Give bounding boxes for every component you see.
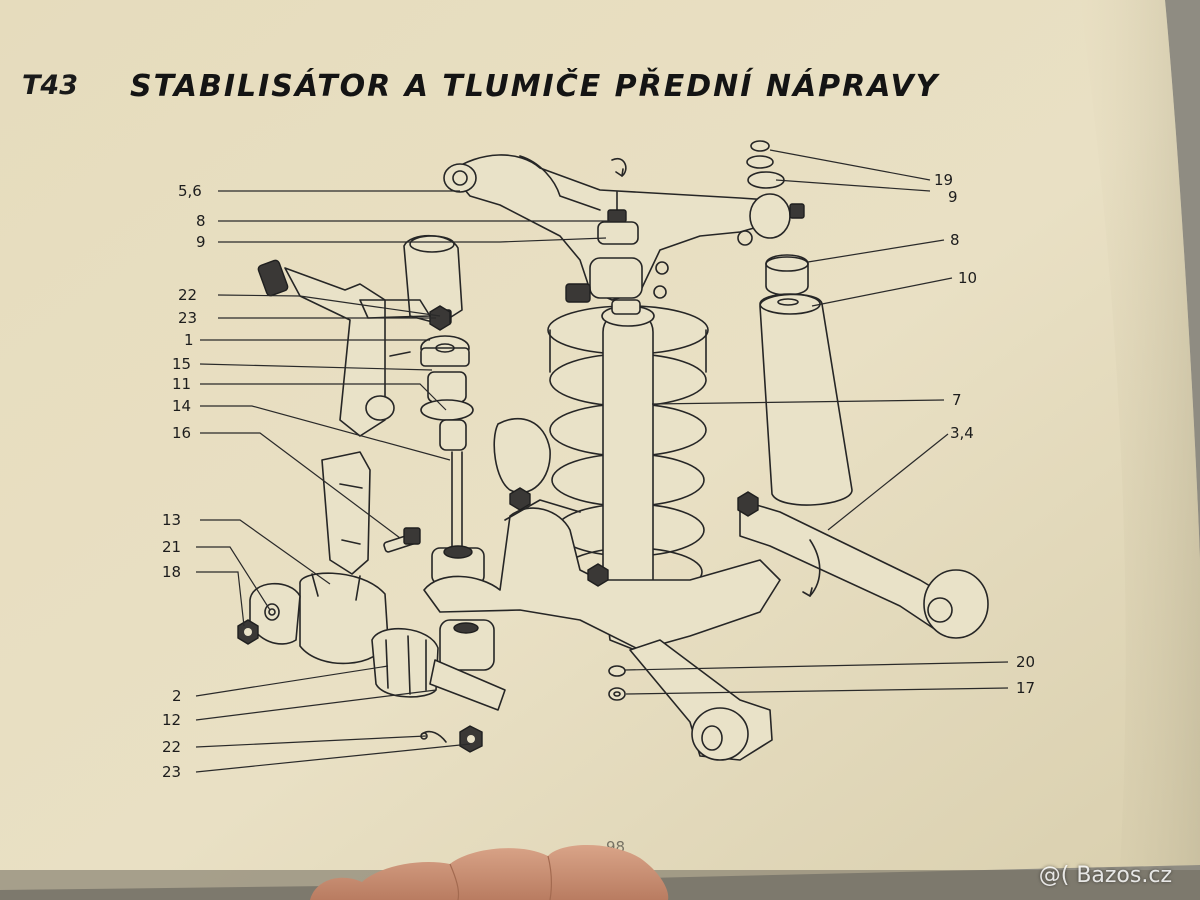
callout-14: 14 bbox=[172, 397, 191, 415]
callout-19: 19 bbox=[934, 171, 953, 189]
tension-strut bbox=[737, 491, 989, 639]
lower-link-arm bbox=[629, 639, 773, 761]
callout-23-upper: 23 bbox=[178, 309, 197, 327]
callout-16: 16 bbox=[172, 424, 191, 442]
bazos-watermark: @( Bazos.cz bbox=[1039, 863, 1172, 888]
callout-1: 1 bbox=[184, 331, 194, 349]
callout-18: 18 bbox=[162, 563, 181, 581]
page-curl-shadow bbox=[1080, 0, 1200, 866]
callout-3-4: 3,4 bbox=[950, 424, 974, 442]
callout-11: 11 bbox=[172, 375, 191, 393]
hand-photo-detail bbox=[310, 845, 669, 900]
figure-code: T43 bbox=[22, 70, 78, 101]
leader-lines bbox=[195, 149, 1009, 773]
callout-5-6: 5,6 bbox=[178, 182, 202, 200]
callout-22-upper: 22 bbox=[178, 286, 197, 304]
suspension-drawing bbox=[237, 140, 989, 761]
callout-8-right: 8 bbox=[950, 231, 960, 249]
callout-10: 10 bbox=[958, 269, 977, 287]
washer-17 bbox=[608, 687, 626, 701]
callout-22-lower: 22 bbox=[162, 738, 181, 756]
nut-18 bbox=[237, 619, 259, 645]
rubber-bushing-8 bbox=[765, 254, 809, 296]
callout-labels: 5,6 8 9 22 23 1 15 11 14 16 13 21 18 2 1… bbox=[162, 171, 1035, 781]
callout-9-right: 9 bbox=[948, 188, 958, 206]
callout-20: 20 bbox=[1016, 653, 1035, 671]
callout-21: 21 bbox=[162, 538, 181, 556]
upper-mount-bushing bbox=[565, 191, 643, 303]
callout-9-left: 9 bbox=[196, 233, 206, 251]
callout-23-lower: 23 bbox=[162, 763, 181, 781]
callout-13: 13 bbox=[162, 511, 181, 529]
callout-17: 17 bbox=[1016, 679, 1035, 697]
callout-15: 15 bbox=[172, 355, 191, 373]
figure-title: STABILISÁTOR A TLUMIČE PŘEDNÍ NÁPRAVY bbox=[130, 67, 941, 104]
top-nut-19 bbox=[746, 140, 785, 189]
stabilizer-bar bbox=[249, 572, 506, 711]
watermark-logo: @( bbox=[1038, 863, 1070, 888]
lower-wishbone bbox=[423, 487, 781, 651]
bump-stop-cone bbox=[493, 417, 551, 494]
callout-7: 7 bbox=[952, 391, 962, 409]
watermark-text: Bazos.cz bbox=[1076, 863, 1172, 888]
callout-12: 12 bbox=[162, 711, 181, 729]
castle-nut-23 bbox=[459, 725, 483, 753]
washer-20 bbox=[608, 665, 626, 677]
callout-2: 2 bbox=[172, 687, 182, 705]
callout-8-left: 8 bbox=[196, 212, 206, 230]
stabilizer-link bbox=[389, 309, 495, 671]
steering-knuckle bbox=[257, 235, 463, 575]
small-nut-23-top bbox=[429, 305, 451, 331]
